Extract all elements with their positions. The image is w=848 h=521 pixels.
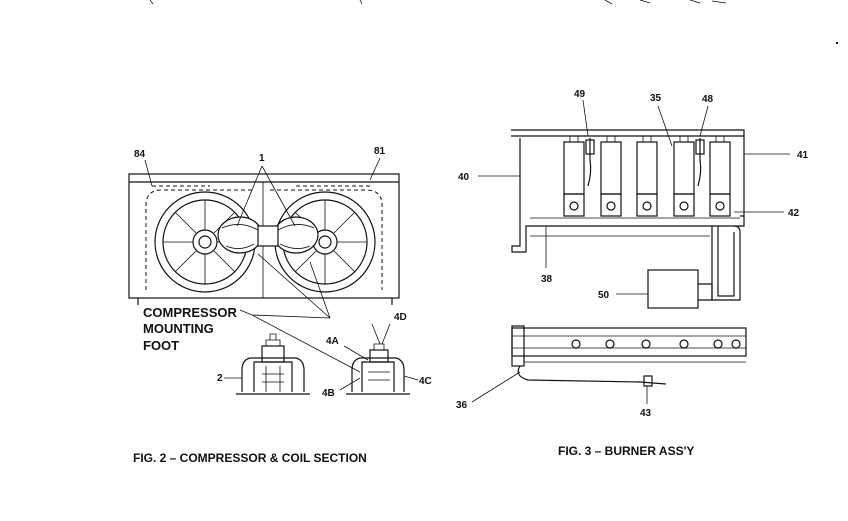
callout-2: 2 — [217, 373, 223, 384]
callout-84: 84 — [134, 149, 146, 160]
callout-4c: 4C — [419, 376, 432, 387]
fig3-caption: FIG. 3 – BURNER ASS'Y — [558, 444, 694, 458]
callout-49: 49 — [574, 89, 586, 100]
callout-35: 35 — [650, 93, 662, 104]
callout-4a: 4A — [326, 336, 339, 347]
compressor-illustrations — [217, 216, 319, 254]
callout-43: 43 — [640, 408, 652, 419]
callout-41: 41 — [797, 150, 809, 161]
callout-4d: 4D — [394, 312, 407, 323]
callout-81: 81 — [374, 146, 386, 157]
label-foot: FOOT — [143, 338, 179, 353]
callout-38: 38 — [541, 274, 553, 285]
callout-42: 42 — [788, 208, 800, 219]
burner-manifold — [511, 325, 747, 387]
fig2-compressor-coil-section: 1 84 81 2 4A 4B 4C 4D COMPRESSOR MOUNTIN… — [128, 146, 432, 465]
callout-40: 40 — [458, 172, 470, 183]
callout-1: 1 — [259, 153, 265, 164]
fig2-caption: FIG. 2 – COMPRESSOR & COIL SECTION — [133, 451, 367, 465]
callout-48: 48 — [702, 94, 714, 105]
callout-4b: 4B — [322, 388, 335, 399]
label-compressor: COMPRESSOR — [143, 305, 238, 320]
mounting-foot-left — [224, 333, 310, 395]
callout-50: 50 — [598, 290, 610, 301]
callout-36: 36 — [456, 400, 468, 411]
scan-artifacts — [149, 0, 838, 44]
burner-tubes — [563, 136, 731, 217]
fig3-burner-assembly: 49 35 48 41 40 42 38 50 36 43 FIG. 3 – B… — [456, 89, 809, 458]
mounting-foot-right — [339, 323, 419, 395]
gas-valve — [647, 225, 741, 309]
label-mounting: MOUNTING — [143, 321, 214, 336]
